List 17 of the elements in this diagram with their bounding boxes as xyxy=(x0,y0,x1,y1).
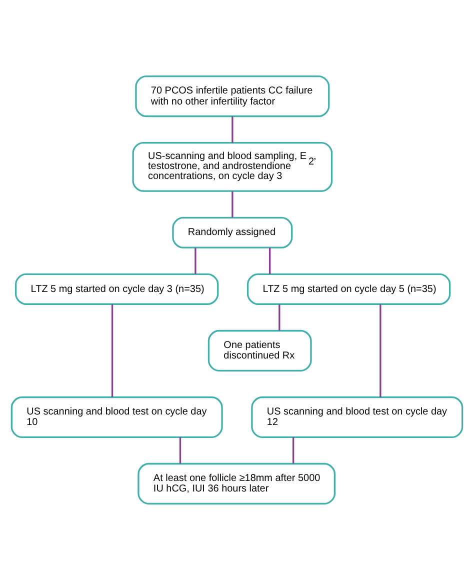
node-box: Randomly assigned xyxy=(172,216,293,248)
connector xyxy=(292,436,294,464)
connector xyxy=(111,304,114,397)
node-box: LTZ 5 mg started on cycle day 5 (n=35) xyxy=(246,272,451,304)
connector xyxy=(194,247,196,274)
connector xyxy=(232,116,234,142)
connector xyxy=(179,436,182,464)
node-box: At least one follicle ≥18mm after 5000 IU hCG, IUI 36 hours later xyxy=(138,462,336,504)
connector xyxy=(232,190,234,217)
node-box: US scanning and blood test on cycle day 10 xyxy=(10,396,223,438)
node-box: US scanning and blood test on cycle day 12 xyxy=(251,396,464,438)
connector xyxy=(269,247,271,274)
node-box: LTZ 5 mg started on cycle day 3 (n=35) xyxy=(15,272,219,304)
connector xyxy=(380,304,382,397)
node-box: 70 PCOS infertile patients CC failure with no other infertility factor xyxy=(135,75,330,117)
node-box: One patients discontinued Rx xyxy=(208,329,312,371)
connector xyxy=(278,304,280,330)
